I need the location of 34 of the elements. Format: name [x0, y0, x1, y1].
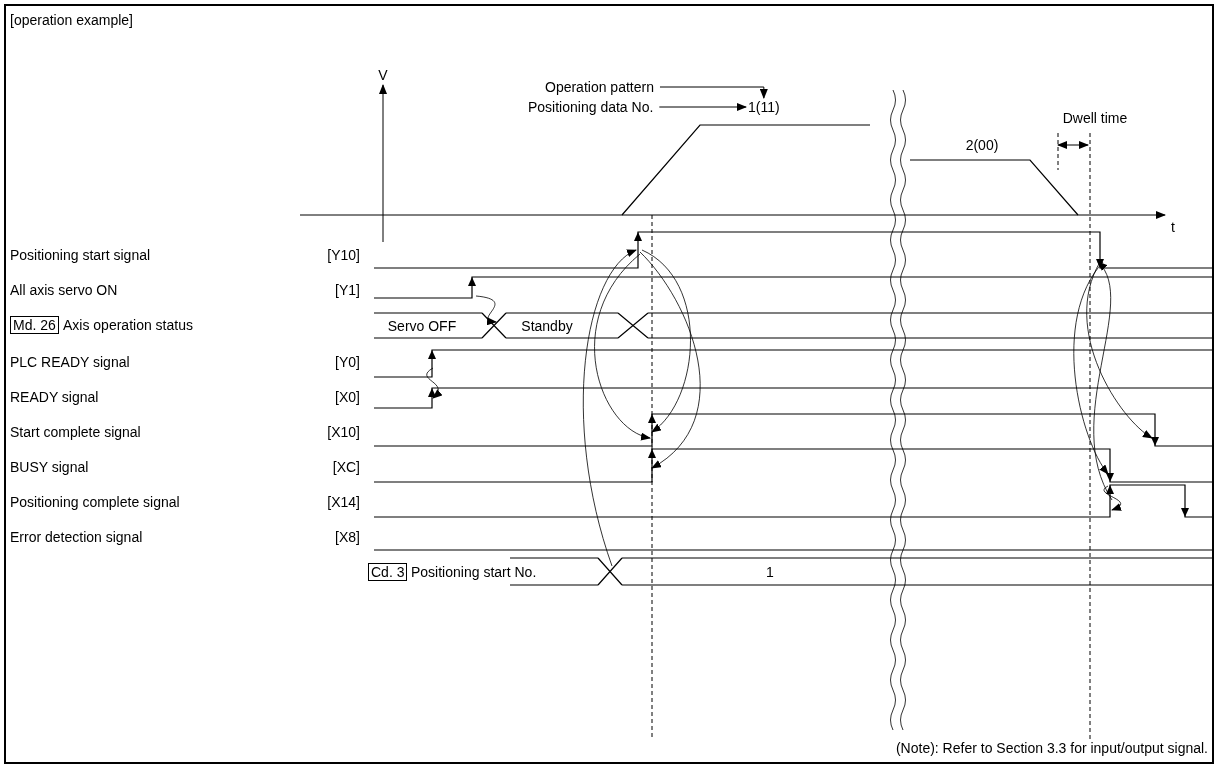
data-tag: Md. 26: [10, 316, 59, 334]
signal-name: BUSY signal: [10, 459, 89, 475]
segment-label: 2(00): [965, 137, 999, 153]
signal-name: Positioning complete signal: [10, 494, 180, 510]
signal-name: READY signal: [10, 389, 99, 405]
signal-name: Positioning start signal: [10, 247, 151, 263]
signal-code: [X8]: [335, 529, 360, 545]
leader-arrow: [659, 86, 768, 99]
data-tag: Cd. 3: [368, 563, 408, 581]
axis-label: t: [1171, 219, 1175, 235]
signal-code: [X0]: [335, 389, 360, 405]
note-text: (Note): Refer to Section 3.3 for input/output signal.: [895, 740, 1208, 756]
dimension-label: Dwell time: [1062, 110, 1128, 126]
signal-code: [Y0]: [335, 354, 360, 370]
diagram-title: [operation example]: [10, 12, 133, 28]
axis-label: V: [378, 67, 388, 83]
signal-code: [Y1]: [335, 282, 360, 298]
signal-code: [X14]: [327, 494, 360, 510]
signal-code: [Y10]: [327, 247, 360, 263]
signal-name: Axis operation status: [63, 317, 193, 333]
callout-text: 1(11): [748, 99, 780, 115]
callout-text: Operation pattern: [545, 79, 654, 95]
signal-name: Error detection signal: [10, 529, 143, 545]
bus-value: 1: [766, 564, 774, 580]
signal-name: Positioning start No.: [411, 564, 537, 580]
signal-name: PLC READY signal: [10, 354, 130, 370]
signal-code: [XC]: [332, 459, 360, 475]
signal-code: [X10]: [327, 424, 360, 440]
leader-arrow: [658, 103, 747, 111]
signal-name: All axis servo ON: [10, 282, 118, 298]
state-label: Standby: [521, 318, 573, 334]
callout-text: Positioning data No.: [528, 99, 654, 115]
state-label: Servo OFF: [387, 318, 457, 334]
signal-name: Start complete signal: [10, 424, 141, 440]
